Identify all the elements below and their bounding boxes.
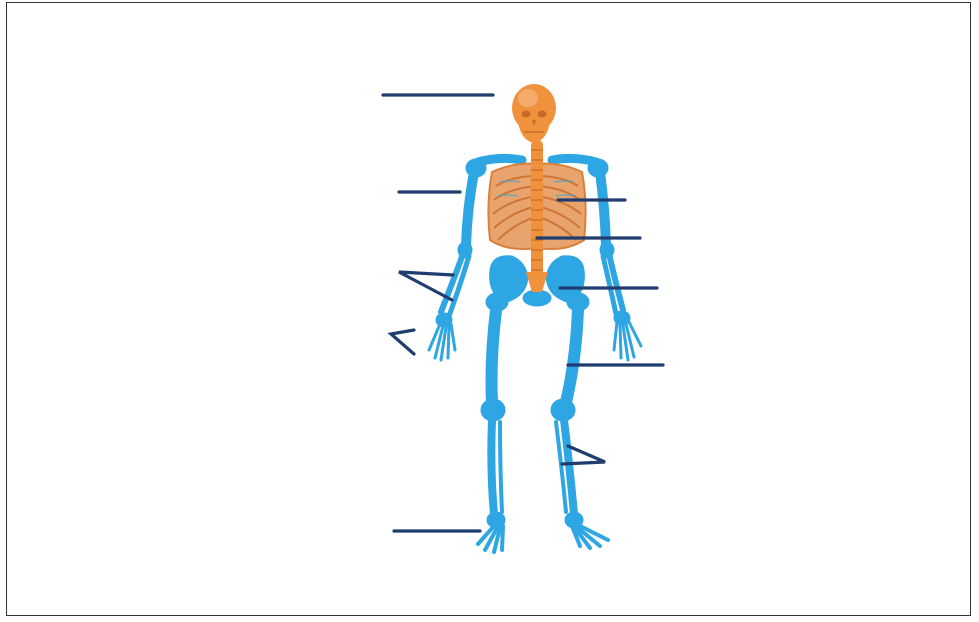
foot-right [572, 526, 608, 548]
pubis [523, 290, 551, 306]
label-line-hand-bones [391, 330, 414, 354]
label-line-radius-ulna [399, 272, 453, 300]
clavicle-left [478, 158, 522, 162]
femur-right [566, 310, 578, 402]
fibula-left [500, 422, 502, 512]
femur-left [492, 310, 497, 402]
spine [531, 140, 543, 290]
sacrum [526, 272, 548, 292]
clavicle-right [552, 158, 596, 162]
foot-left [478, 526, 503, 552]
humerus-right [600, 172, 606, 246]
eye-socket-left [522, 111, 531, 118]
hand-left [429, 324, 455, 360]
skull-highlight [518, 89, 538, 107]
humerus-left [466, 172, 474, 246]
eye-socket-right [538, 111, 547, 118]
hand-right [614, 322, 641, 360]
tibia-left [491, 420, 494, 514]
